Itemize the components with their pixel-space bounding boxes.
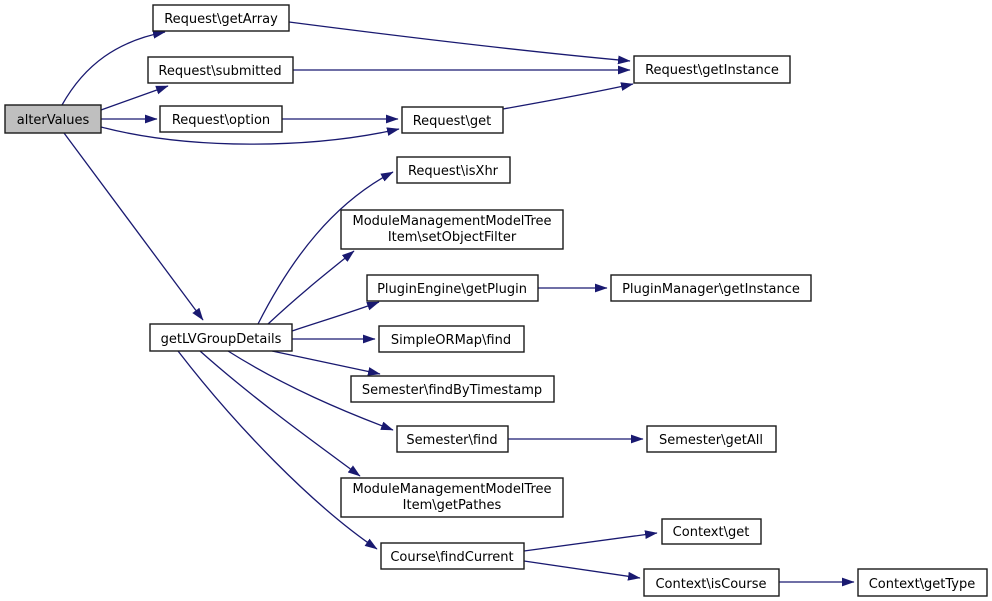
node-label: PluginManager\getInstance [622,282,800,297]
edge-getlvgroupdetails-semester-find [227,350,394,431]
node-label: Semester\getAll [659,433,763,448]
node-box [661,518,762,545]
edge-request-get-request-getinstance [502,82,634,110]
node-semester-find[interactable]: Semester\find [396,425,509,453]
edge-request-getarray-request-getinstance [288,21,631,65]
node-box [4,104,102,134]
node-label: Request\get [413,114,492,129]
node-mmmtitem-setobjectfilter[interactable]: ModuleManagementModelTree Item\setObject… [340,209,564,250]
node-semester-getall[interactable]: Semester\getAll [646,425,777,453]
node-box [378,325,525,353]
edge-getlvgroupdetails-request-isxhr [257,171,394,325]
edge-course-findcurrent-context-iscourse [523,560,641,581]
node-mmmtitem-getpathes[interactable]: ModuleManagementModelTree Item\getPathes [340,477,564,518]
node-box [147,56,294,84]
node-box [152,4,290,32]
node-label: Context\getType [869,577,976,592]
node-label-line2: Item\getPathes [403,498,502,513]
node-box [340,477,564,518]
node-request-getarray[interactable]: Request\getArray [152,4,290,32]
node-request-getinstance[interactable]: Request\getInstance [633,55,791,84]
node-box [366,274,539,302]
node-label-line1: ModuleManagementModelTree [352,214,551,229]
node-context-gettype[interactable]: Context\getType [857,568,988,597]
edge-altervalues-request-submitted [100,85,169,111]
node-request-submitted[interactable]: Request\submitted [147,56,294,84]
node-context-get[interactable]: Context\get [661,518,762,545]
node-simpleormap-find[interactable]: SimpleORMap\find [378,325,525,353]
node-request-isxhr[interactable]: Request\isXhr [396,156,511,184]
node-label-line2: Item\setObjectFilter [388,230,517,245]
node-label-line1: ModuleManagementModelTree [352,482,551,497]
node-box [396,425,509,453]
edge-getlvgroupdetails-mmmtitem-setobjectfilter [267,250,355,325]
edges-layer [61,21,855,587]
node-box [396,156,511,184]
edge-altervalues-request-get [100,126,400,145]
node-label: getLVGroupDetails [161,332,282,347]
node-request-option[interactable]: Request\option [159,105,283,133]
node-label: Request\isXhr [408,164,499,179]
node-course-findcurrent[interactable]: Course\findCurrent [380,542,525,570]
node-label: Semester\findByTimestamp [362,383,542,398]
node-label: Request\submitted [158,64,281,79]
edge-getlvgroupdetails-pluginengine-getplugin [291,301,380,332]
node-label: Context\isCourse [655,577,766,592]
node-box [646,425,777,453]
node-box [340,209,564,250]
node-request-get[interactable]: Request\get [401,106,504,134]
node-box [149,323,293,352]
node-box [401,106,504,134]
node-label: Semester\find [406,433,497,448]
node-semester-findbytimestamp[interactable]: Semester\findByTimestamp [350,375,555,403]
node-label: Request\option [172,113,270,128]
node-label: SimpleORMap\find [391,333,511,348]
edge-getlvgroupdetails-course-findcurrent [177,350,378,550]
edge-getlvgroupdetails-mmmtitem-getpathes [199,350,361,477]
node-getlvgroupdetails[interactable]: getLVGroupDetails [149,323,293,352]
node-box [350,375,555,403]
node-label: Request\getArray [164,12,278,27]
nodes-layer: alterValues Request\getArray Request\sub… [4,4,988,597]
node-label: Course\findCurrent [390,550,513,565]
edge-getlvgroupdetails-semester-findbytimestamp [271,350,381,376]
node-pluginengine-getplugin[interactable]: PluginEngine\getPlugin [366,274,539,302]
edge-altervalues-request-getarray [61,29,166,106]
node-label: PluginEngine\getPlugin [377,282,527,297]
node-box [610,274,812,302]
node-context-iscourse[interactable]: Context\isCourse [643,568,780,597]
node-box [633,55,791,84]
node-box [380,542,525,570]
node-altervalues[interactable]: alterValues [4,104,102,134]
edge-altervalues-getlvgroupdetails [63,132,204,321]
node-box [643,568,780,597]
edge-course-findcurrent-context-get [523,530,658,552]
node-label: Context\get [673,525,750,540]
node-label: alterValues [17,113,90,128]
node-pluginmanager-getinstance[interactable]: PluginManager\getInstance [610,274,812,302]
node-label: Request\getInstance [645,63,779,78]
node-box [857,568,988,597]
node-box [159,105,283,133]
